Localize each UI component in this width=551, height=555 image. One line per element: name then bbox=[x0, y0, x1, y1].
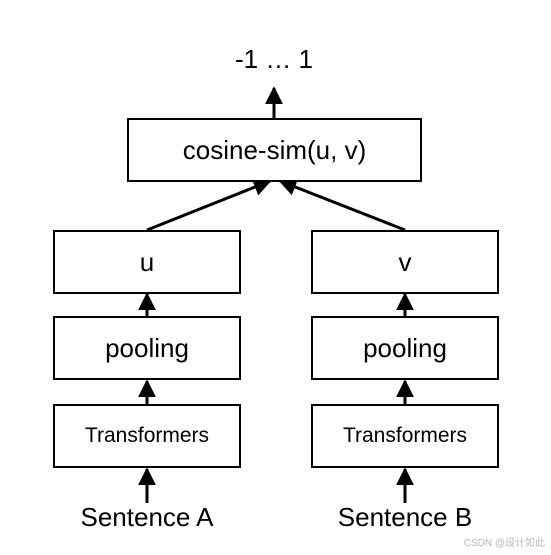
arrow-v-to-cosine bbox=[278, 178, 406, 232]
arrow-u-to-cosine bbox=[146, 178, 272, 232]
sentence-a-label: Sentence A bbox=[80, 502, 214, 532]
transformers-box-right: Transformers bbox=[311, 404, 499, 468]
output-range-label: -1 … 1 bbox=[234, 44, 314, 74]
watermark-text: CSDN @设计如此 bbox=[463, 538, 545, 549]
embedding-u-box: u bbox=[53, 230, 241, 294]
cosine-sim-box: cosine-sim(u, v) bbox=[127, 118, 422, 182]
pooling-box-left: pooling bbox=[53, 316, 241, 380]
pooling-box-right: pooling bbox=[311, 316, 499, 380]
sentence-b-label: Sentence B bbox=[337, 502, 473, 532]
transformers-box-left: Transformers bbox=[53, 404, 241, 468]
embedding-v-box: v bbox=[311, 230, 499, 294]
